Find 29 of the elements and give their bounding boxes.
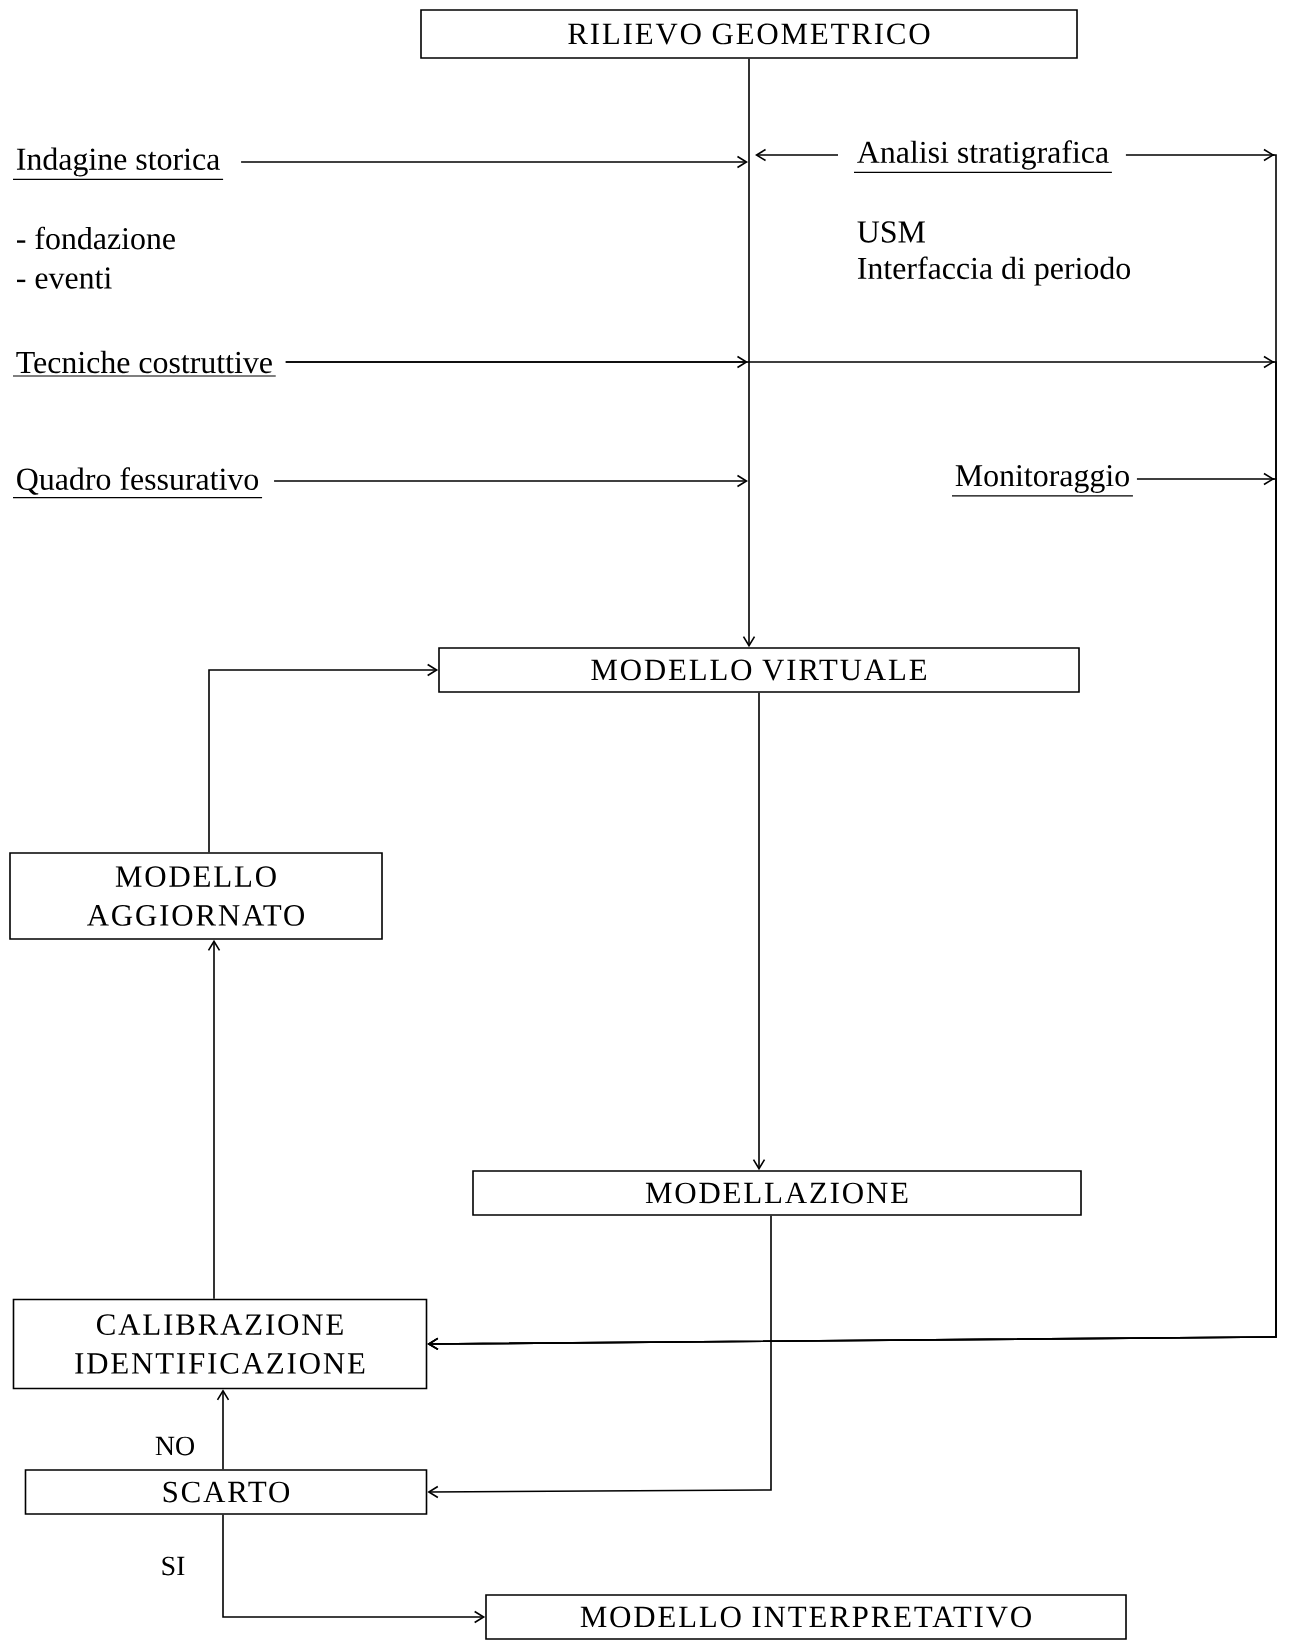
process-box: CALIBRAZIONE IDENTIFICAZIONE <box>12 1298 428 1390</box>
underlined-heading: Tecniche costruttive <box>12 350 277 377</box>
underlined-heading: Quadro fessurativo <box>12 467 263 499</box>
text-label: USM <box>857 221 925 243</box>
process-box: MODELLO AGGIORNATO <box>9 852 383 940</box>
text-label: - eventi <box>17 267 112 289</box>
arrow <box>427 472 1277 1351</box>
edge-label: NO <box>153 1435 197 1457</box>
arrow <box>207 939 221 1300</box>
arrow <box>755 148 839 162</box>
arrow <box>208 663 439 853</box>
edge-label: SI <box>159 1555 187 1577</box>
text-label: - fondazione <box>17 226 175 250</box>
process-box: RILIEVO GEOMETRICO <box>420 9 1078 59</box>
process-box: MODELLO VIRTUALE <box>438 647 1080 693</box>
arrow <box>216 1389 230 1470</box>
arrow <box>240 155 748 169</box>
underlined-heading: Indagine storica <box>12 147 224 180</box>
underlined-heading: Analisi stratigrafica <box>853 140 1113 174</box>
arrow <box>222 1514 486 1624</box>
text-label: Interfaccia di periodo <box>857 256 1130 286</box>
arrow <box>427 1215 772 1499</box>
process-box: MODELLO INTERPRETATIVO <box>485 1594 1127 1640</box>
arrow <box>752 692 766 1171</box>
process-box: MODELLAZIONE <box>472 1170 1082 1216</box>
arrow <box>273 474 748 488</box>
underlined-heading: Monitoraggio <box>951 465 1134 497</box>
arrow <box>742 58 756 648</box>
process-box: SCARTO <box>24 1469 428 1515</box>
